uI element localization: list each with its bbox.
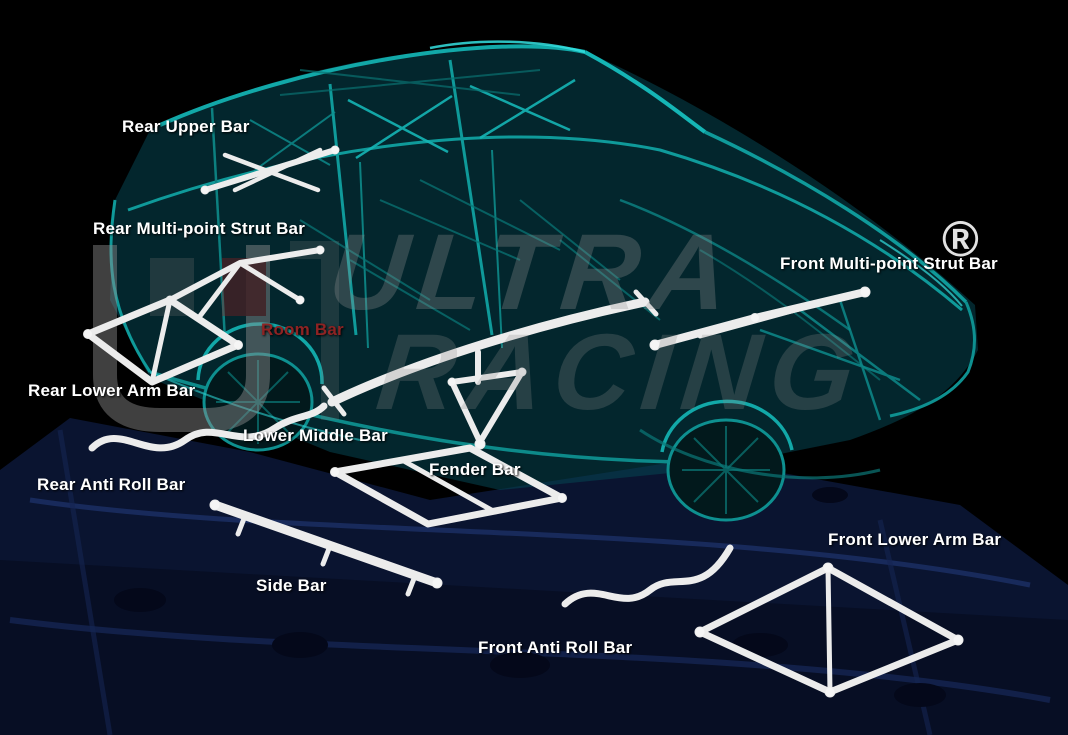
registered-trademark-symbol: ® <box>942 211 979 267</box>
car-chassis-art <box>109 40 978 522</box>
label-rear-lower-arm-bar: Rear Lower Arm Bar <box>28 381 196 400</box>
rear-anti-roll-bar-art <box>88 402 328 452</box>
side-bar-art <box>209 499 443 597</box>
front-lower-arm-bar-art <box>694 562 964 698</box>
lower-middle-bar-art <box>330 444 567 528</box>
label-front-anti-roll-bar: Front Anti Roll Bar <box>478 638 633 657</box>
label-rear-upper-bar: Rear Upper Bar <box>122 117 250 136</box>
fender-bar-art <box>447 349 527 450</box>
rear-upper-bar-art <box>200 145 340 195</box>
front-anti-roll-bar-art <box>561 544 734 608</box>
label-side-bar: Side Bar <box>256 576 327 595</box>
room-bar-art <box>321 289 659 417</box>
label-rear-multi-point-strut-bar: Rear Multi-point Strut Bar <box>93 219 306 238</box>
label-fender-bar: Fender Bar <box>429 460 521 479</box>
label-front-lower-arm-bar: Front Lower Arm Bar <box>828 530 1002 549</box>
rear-multi-point-strut-bar-art <box>165 245 325 319</box>
label-lower-middle-bar: Lower Middle Bar <box>243 426 388 445</box>
rear-lower-arm-bar-art <box>83 296 243 386</box>
label-front-multi-point-strut-bar: Front Multi-point Strut Bar <box>780 254 998 273</box>
label-room-bar: Room Bar <box>261 320 344 339</box>
front-multi-point-strut-bar-art <box>649 286 871 351</box>
platform-frame-art <box>0 418 1068 735</box>
label-rear-anti-roll-bar: Rear Anti Roll Bar <box>37 475 186 494</box>
